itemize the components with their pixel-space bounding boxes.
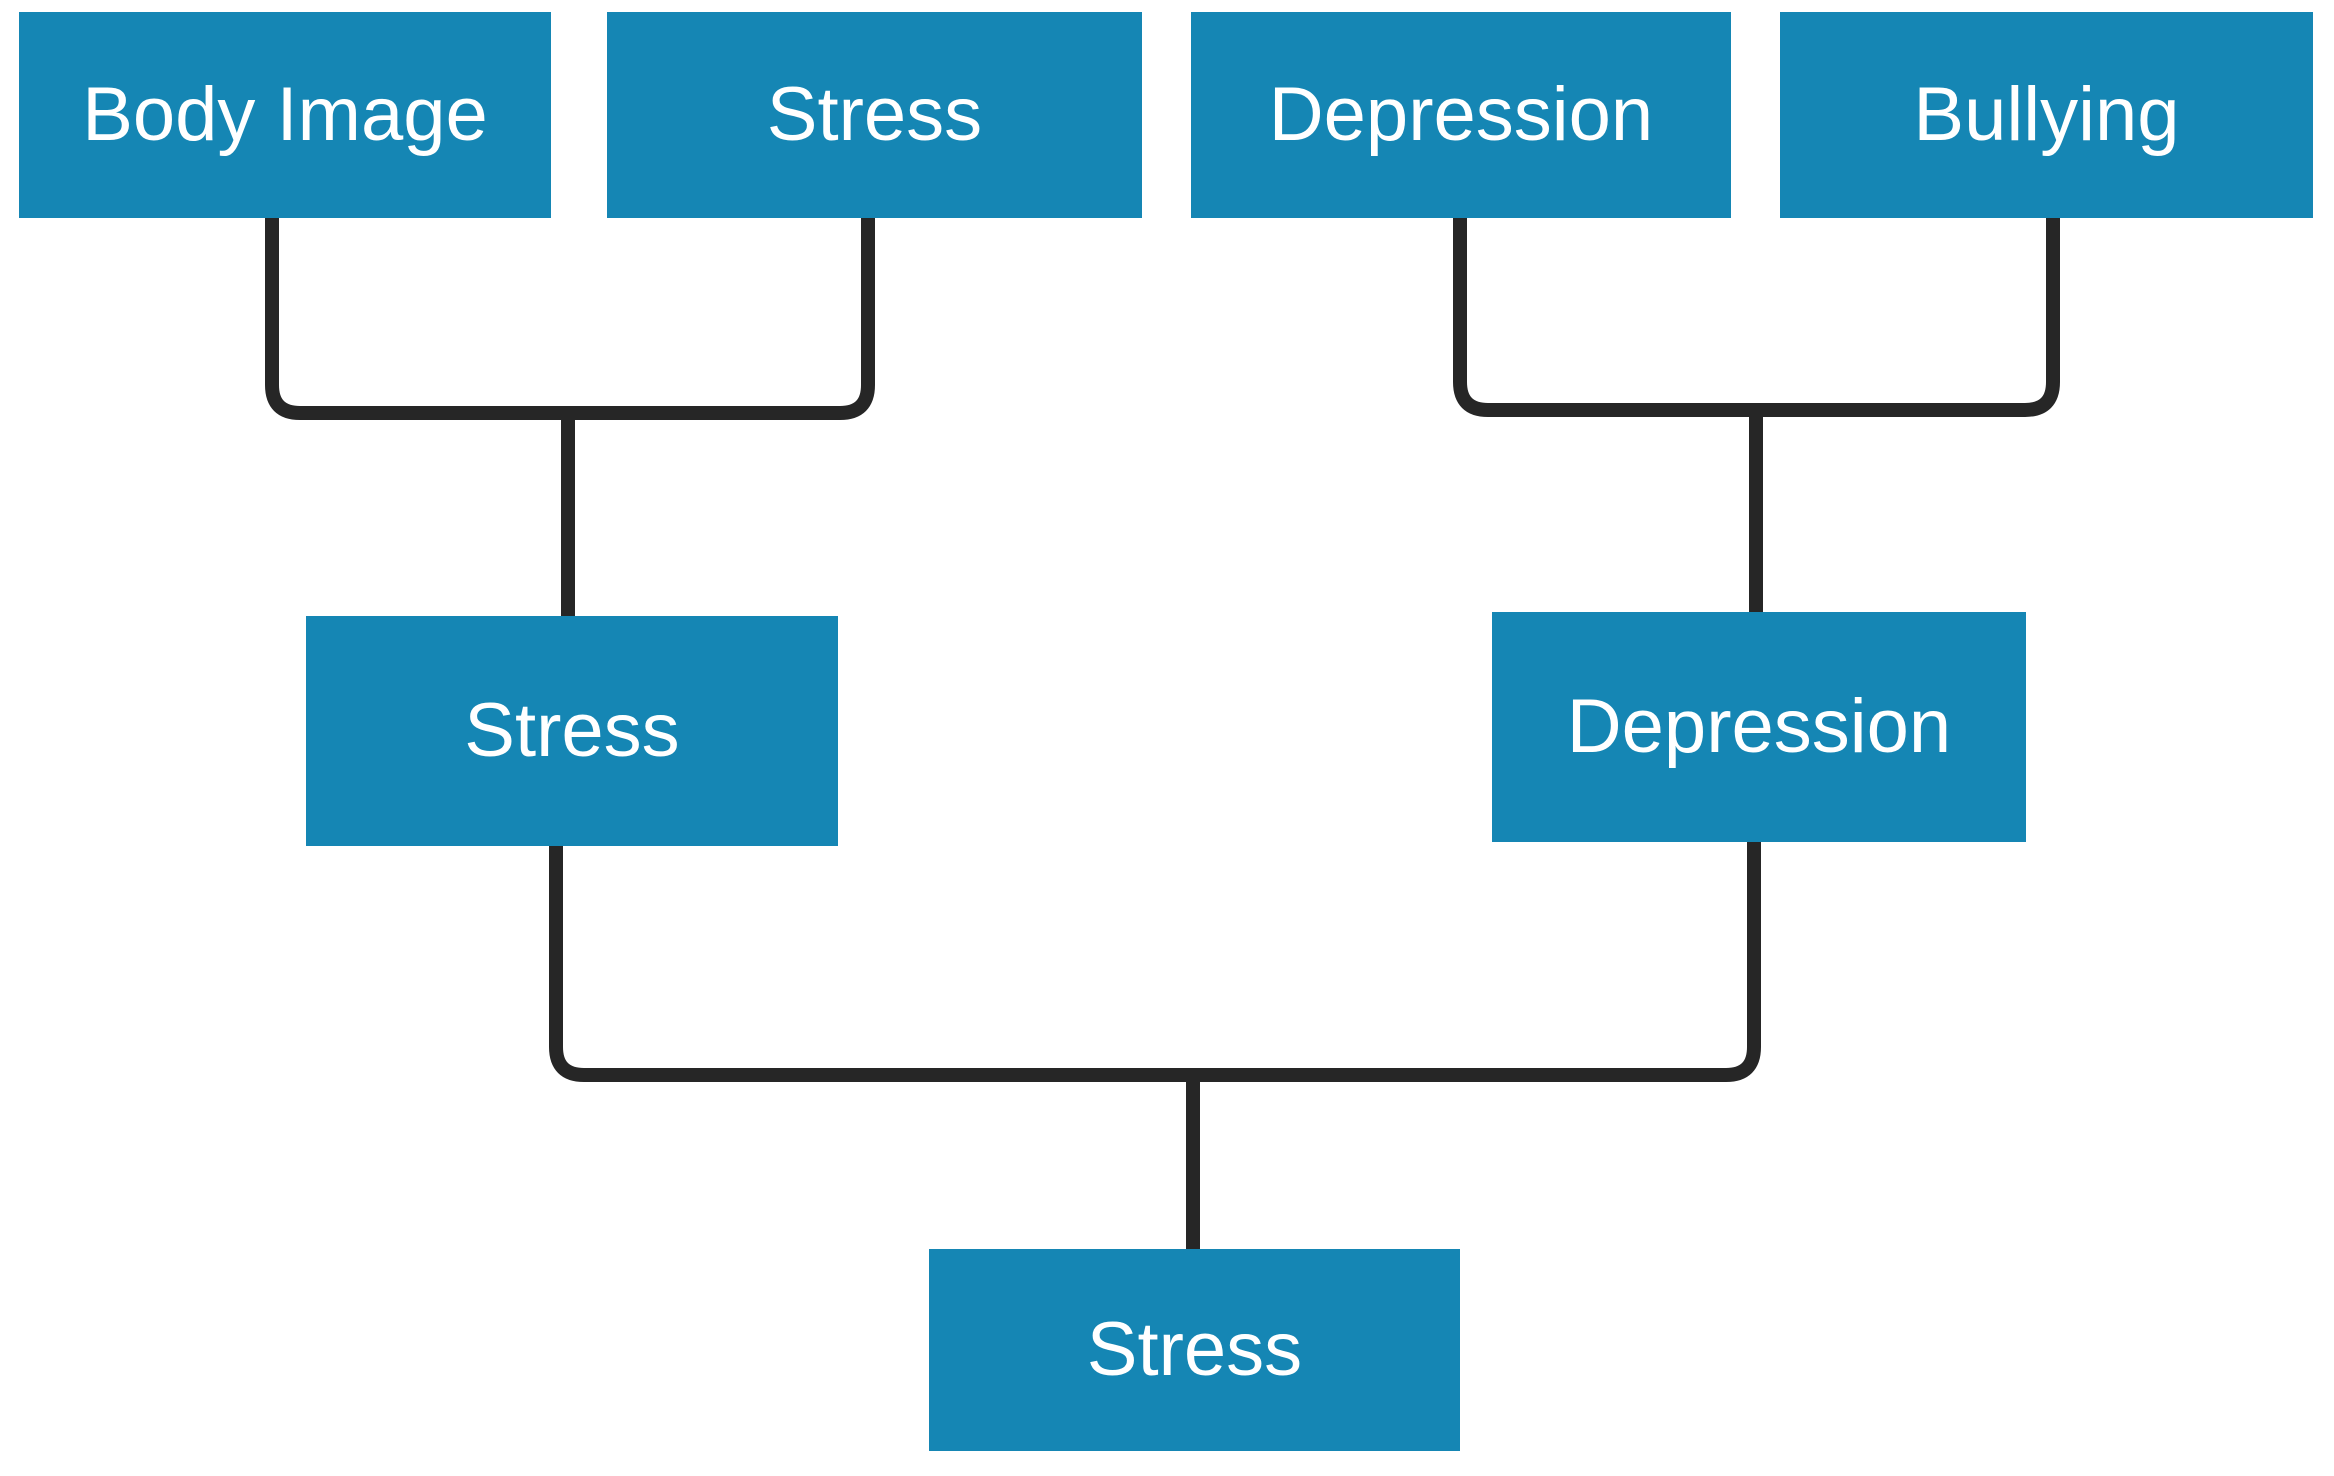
node-label: Depression — [1268, 72, 1654, 157]
node-top-bullying: Bullying — [1780, 12, 2313, 218]
node-label: Stress — [1086, 1307, 1303, 1392]
node-label: Stress — [464, 688, 680, 773]
node-label: Bullying — [1913, 72, 2180, 157]
node-top-depression: Depression — [1191, 12, 1731, 218]
node-label: Body Image — [82, 72, 488, 157]
node-bottom-stress: Stress — [929, 1249, 1460, 1451]
connector-right-bracket — [1453, 217, 2060, 417]
connector-bottom-bracket — [549, 840, 1761, 1082]
node-top-body-image: Body Image — [19, 12, 551, 218]
node-top-stress: Stress — [607, 12, 1142, 218]
node-middle-stress: Stress — [306, 616, 838, 846]
connector-left-bracket — [265, 217, 875, 420]
node-label: Stress — [766, 72, 983, 157]
node-middle-depression: Depression — [1492, 612, 2026, 842]
node-label: Depression — [1566, 684, 1952, 769]
